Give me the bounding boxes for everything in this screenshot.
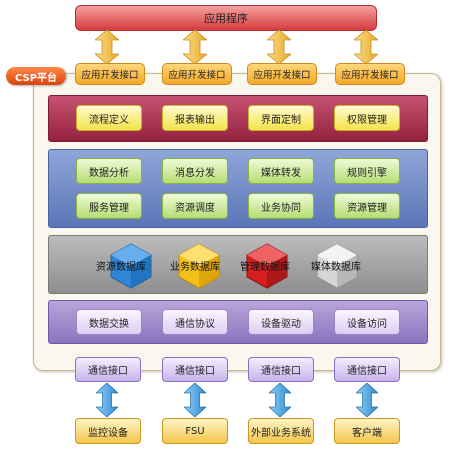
application-label: 应用程序	[204, 12, 248, 25]
item-label: 通信接口	[175, 366, 215, 377]
database-label-text: 业务数据库	[170, 261, 220, 273]
item-label: 通信接口	[88, 366, 128, 377]
item-label: 通信接口	[347, 366, 387, 377]
layer-blue-item: 业务协同	[248, 193, 314, 219]
item-label: 媒体转发	[261, 167, 301, 179]
double-arrow-icon	[269, 383, 291, 417]
item-label: 报表输出	[175, 114, 215, 126]
double-arrow-icon	[184, 383, 206, 417]
item-label: 设备驱动	[261, 318, 301, 330]
comm-interface-box: 通信接口	[75, 357, 141, 382]
database-cube-icon	[246, 243, 288, 289]
api-box: 应用开发接口	[75, 63, 145, 85]
layer-blue-item: 数据分析	[76, 158, 142, 184]
item-label: 资源调度	[175, 202, 215, 214]
csp-platform-tag: CSP平台	[6, 67, 66, 85]
platform-label: CSP平台	[14, 72, 58, 84]
layer-purple-item: 设备访问	[334, 309, 400, 335]
item-label: 通信接口	[261, 366, 301, 377]
item-label: FSU	[185, 425, 205, 437]
device-box: 监控设备	[75, 418, 141, 444]
layer-purple-item: 数据交换	[76, 309, 142, 335]
comm-interface-box: 通信接口	[334, 357, 400, 382]
device-box: 客户端	[334, 418, 400, 444]
database-label: 业务数据库	[170, 257, 220, 273]
item-label: 通信协议	[175, 318, 215, 330]
device-box: FSU	[162, 418, 228, 444]
item-label: 界面定制	[261, 114, 301, 126]
layer-blue-item: 资源管理	[334, 193, 400, 219]
device-box: 外部业务系统	[248, 418, 314, 444]
item-label: 设备访问	[347, 318, 387, 330]
item-label: 外部业务系统	[251, 427, 311, 439]
double-arrow-icon	[267, 30, 291, 64]
api-box: 应用开发接口	[247, 63, 317, 85]
database-label: 媒体数据库	[311, 257, 361, 273]
double-arrow-icon	[354, 30, 378, 64]
api-box: 应用开发接口	[335, 63, 405, 85]
layer-blue-item: 资源调度	[162, 193, 228, 219]
double-arrow-icon	[95, 30, 119, 64]
layer-red-item: 流程定义	[76, 105, 142, 131]
layer-red-item: 界面定制	[248, 105, 314, 131]
item-label: 消息分发	[175, 167, 215, 179]
api-box-label: 应用开发接口	[341, 70, 399, 81]
api-box: 应用开发接口	[162, 63, 232, 85]
item-label: 数据交换	[89, 318, 129, 330]
item-label: 资源管理	[347, 202, 387, 214]
layer-red-item: 报表输出	[162, 105, 228, 131]
comm-interface-box: 通信接口	[248, 357, 314, 382]
layer-purple-item: 通信协议	[162, 309, 228, 335]
database-label-text: 媒体数据库	[311, 261, 361, 273]
database-cube-icon	[316, 243, 358, 289]
api-box-label: 应用开发接口	[81, 70, 139, 81]
layer-blue-item: 媒体转发	[248, 158, 314, 184]
layer-blue-item: 规则引擎	[334, 158, 400, 184]
double-arrow-icon	[183, 30, 207, 64]
database-cube-icon	[110, 243, 152, 289]
database-cube-icon	[178, 243, 220, 289]
item-label: 数据分析	[89, 167, 129, 179]
database-label: 管理数据库	[240, 257, 290, 273]
api-box-label: 应用开发接口	[168, 70, 226, 81]
api-box-label: 应用开发接口	[253, 70, 311, 81]
item-label: 客户端	[352, 427, 382, 439]
item-label: 业务协同	[261, 202, 301, 214]
layer-purple-item: 设备驱动	[248, 309, 314, 335]
item-label: 流程定义	[89, 114, 129, 126]
layer-blue-item: 服务管理	[76, 193, 142, 219]
database-label: 资源数据库	[96, 257, 146, 273]
double-arrow-icon	[356, 383, 378, 417]
application-box: 应用程序	[75, 5, 377, 31]
item-label: 监控设备	[88, 427, 128, 439]
double-arrow-icon	[96, 383, 118, 417]
database-label-text: 管理数据库	[240, 261, 290, 273]
comm-interface-box: 通信接口	[162, 357, 228, 382]
item-label: 权限管理	[347, 114, 387, 126]
item-label: 服务管理	[89, 202, 129, 214]
item-label: 规则引擎	[347, 167, 387, 179]
layer-blue-item: 消息分发	[162, 158, 228, 184]
database-label-text: 资源数据库	[96, 261, 146, 273]
layer-red-item: 权限管理	[334, 105, 400, 131]
